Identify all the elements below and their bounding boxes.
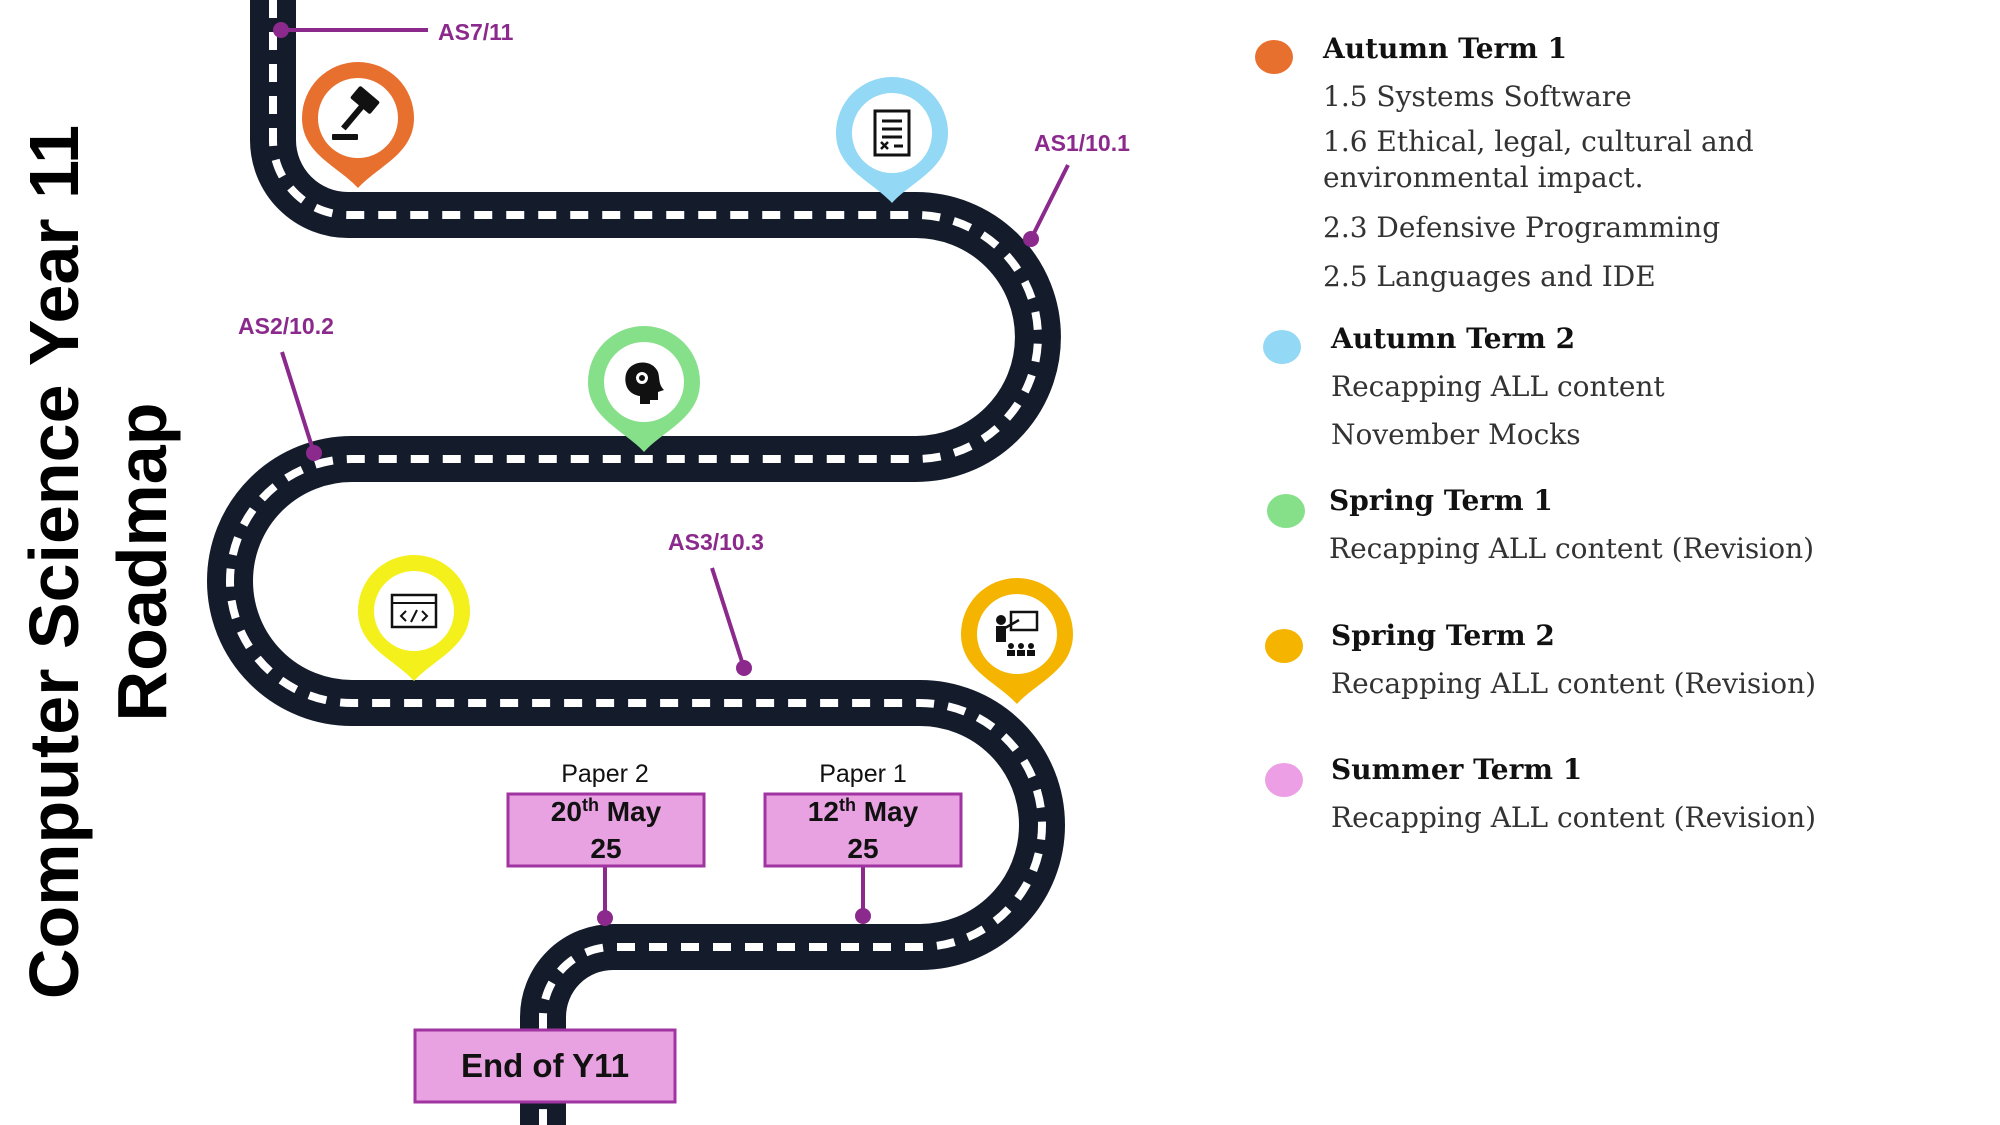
location-pins: [302, 62, 1073, 704]
legend-item: 2.5 Languages and IDE: [1323, 260, 1656, 293]
milestone-connectors: AS7/11 AS1/10.1 AS2/10.2 AS3/10.3: [238, 19, 1130, 676]
end-box: [413, 1028, 677, 1104]
end-of-year-marker: End of Y11: [413, 1028, 677, 1104]
legend-item: 1.6 Ethical, legal, cultural and environ…: [1323, 125, 1754, 194]
milestone-label-as1: AS1/10.1: [1034, 130, 1130, 156]
code-window-icon: [390, 593, 438, 629]
gavel-icon: [332, 86, 380, 140]
exam-box-paper-2: [506, 792, 706, 868]
pin-autumn-term-1: [302, 62, 414, 188]
legend-item: Recapping ALL content (Revision): [1331, 801, 1817, 834]
exam-year-paper-2: 25: [590, 833, 621, 864]
spring-term-2-dot: [1265, 629, 1303, 663]
pin-spring-term-1-code: [358, 555, 470, 681]
head-lightbulb-icon: [625, 362, 664, 404]
pin-spring-term-1: [588, 326, 700, 452]
legend-item: 1.5 Systems Software: [1323, 80, 1632, 113]
milestone-label-as3: AS3/10.3: [668, 529, 764, 555]
legend-heading: Autumn Term 1: [1323, 32, 1568, 65]
exam-paper-1: Paper 1 12th May 25: [763, 760, 963, 924]
milestone-label-as2: AS2/10.2: [238, 313, 334, 339]
exam-box-paper-1: [763, 792, 963, 868]
milestone-dot-as1: [1023, 231, 1039, 247]
exam-year-paper-1: 25: [847, 833, 878, 864]
exam-paper-2: Paper 2 20th May 25: [506, 760, 706, 926]
legend-heading: Summer Term 1: [1331, 753, 1583, 786]
legend-item: Recapping ALL content: [1331, 370, 1665, 403]
milestone-label-as7: AS7/11: [438, 19, 514, 45]
exam-caption-paper-2: Paper 2: [561, 760, 649, 788]
connector-as2: [280, 351, 316, 454]
document-icon: [873, 109, 911, 157]
legend-item: November Mocks: [1331, 418, 1581, 451]
milestone-dot-as2: [306, 445, 322, 461]
exam-date-paper-2: 20th May: [551, 795, 662, 827]
spring-term-1-dot: [1267, 494, 1305, 528]
end-label: End of Y11: [461, 1047, 629, 1084]
legend-item: Recapping ALL content (Revision): [1331, 667, 1817, 700]
autumn-term-1-dot: [1255, 40, 1293, 74]
teacher-presentation-icon: [996, 610, 1039, 656]
pin-autumn-term-2: [836, 77, 948, 203]
milestone-dot-as7: [273, 22, 289, 38]
milestone-dot-as3: [736, 660, 752, 676]
pin-spring-term-2: [961, 578, 1073, 704]
road: [207, 0, 1065, 1125]
legend-heading: Autumn Term 2: [1331, 322, 1576, 355]
summer-term-1-dot: [1265, 763, 1303, 797]
road-dashes: [226, 0, 1046, 1125]
connector-as3: [710, 567, 746, 669]
legend-heading: Spring Term 2: [1331, 619, 1555, 652]
legend-item: Recapping ALL content (Revision): [1329, 532, 1815, 565]
exam-date-paper-1: 12th May: [808, 795, 919, 827]
legend-heading: Spring Term 1: [1329, 484, 1553, 517]
legend-item: 2.3 Defensive Programming: [1323, 211, 1721, 244]
connector-as1: [1029, 164, 1070, 240]
autumn-term-2-dot: [1263, 330, 1301, 364]
exam-caption-paper-1: Paper 1: [819, 760, 907, 788]
